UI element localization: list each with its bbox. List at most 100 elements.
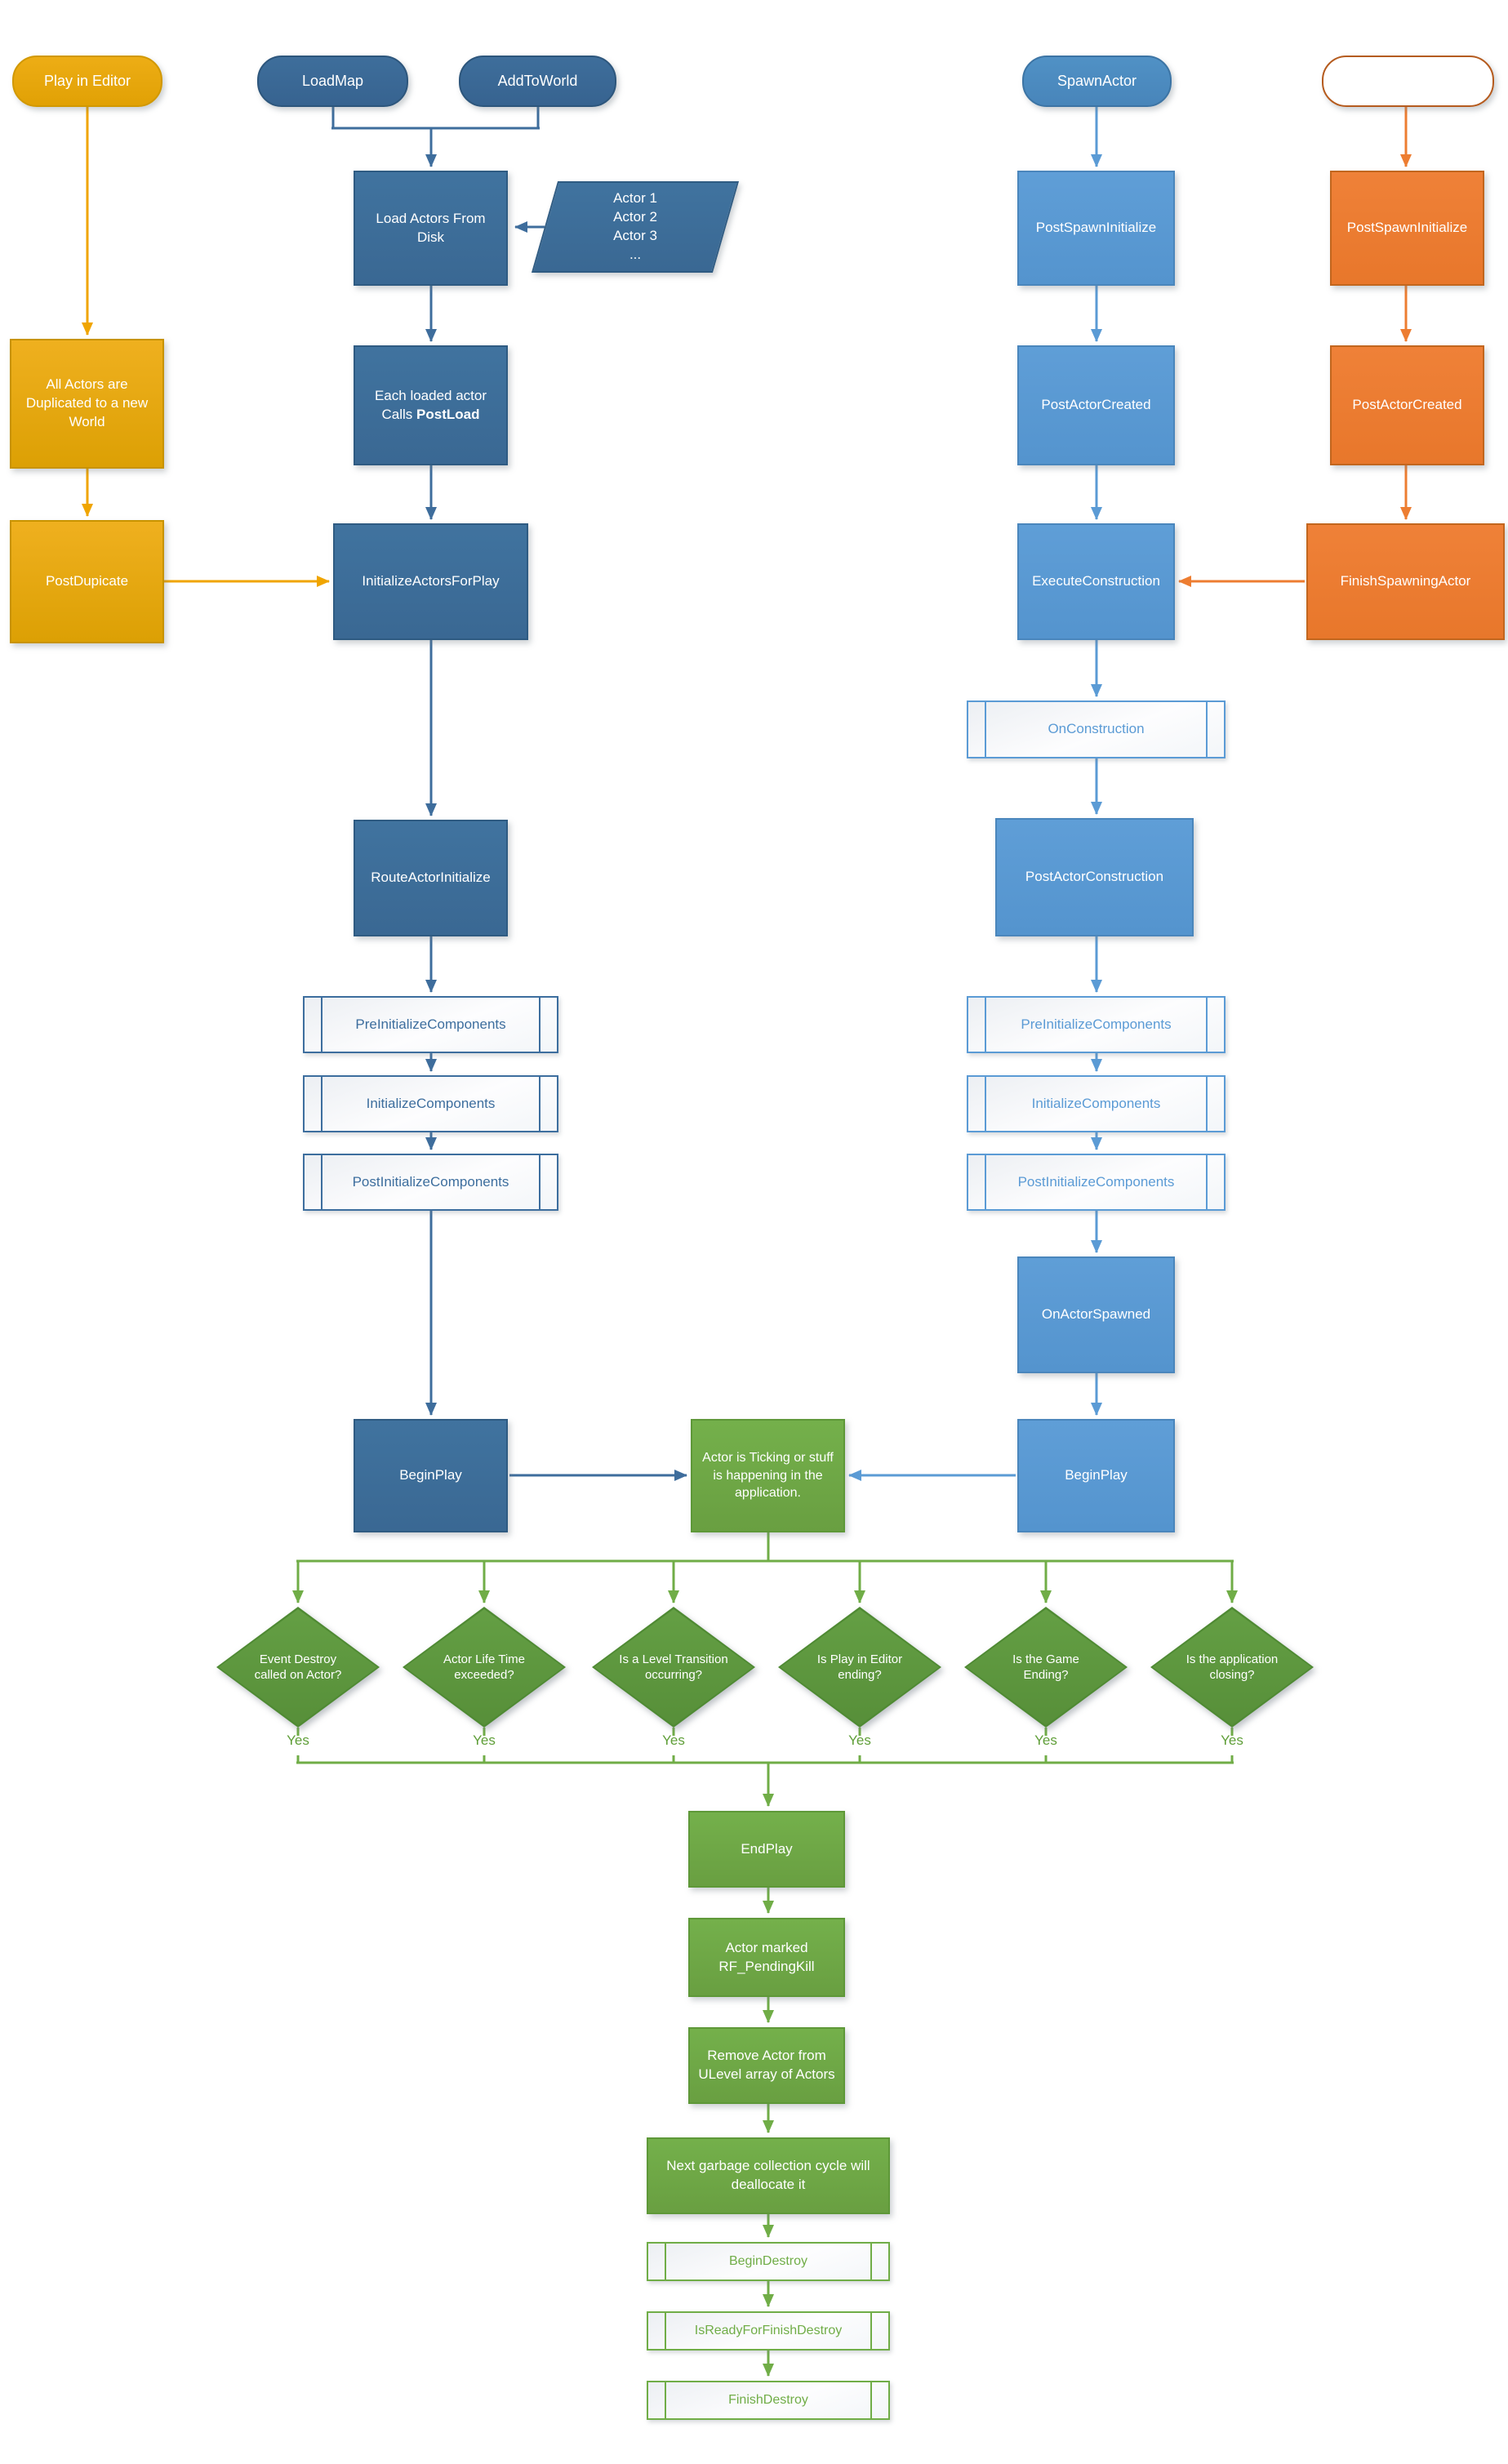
- node-preinitializecomponents-left: PreInitializeComponents: [303, 996, 558, 1053]
- node-label: PostSpawnInitialize: [1346, 220, 1468, 236]
- node-beginplay-right: BeginPlay: [1017, 1419, 1175, 1532]
- node-executeconstruction: ExecuteConstruction: [1017, 523, 1175, 640]
- decision-lifetime-exceeded: Actor Life Time exceeded?: [403, 1607, 566, 1728]
- node-postspawninitialize-spawn: PostSpawnInitialize: [1017, 171, 1175, 286]
- actor-list-line: Actor 3: [613, 228, 657, 243]
- node-loadmap: LoadMap: [257, 56, 408, 107]
- node-label: PostActorConstruction: [1025, 869, 1164, 885]
- node-label: Actor is Ticking or stuff is happening i…: [702, 1451, 834, 1501]
- postload-bold: PostLoad: [416, 406, 480, 422]
- node-beginplay-left: BeginPlay: [354, 1419, 508, 1532]
- decision-label: Actor Life Time exceeded?: [443, 1652, 526, 1683]
- node-postinitializecomponents-right: PostInitializeComponents: [967, 1154, 1226, 1211]
- node-label: BeginPlay: [1065, 1467, 1128, 1483]
- node-load-actors-from-disk: Load Actors From Disk: [354, 171, 508, 286]
- node-label: LoadMap: [301, 73, 364, 90]
- node-play-in-editor: Play in Editor: [12, 56, 162, 107]
- node-label: PostInitializeComponents: [352, 1173, 509, 1190]
- node-finishdestroy: FinishDestroy: [647, 2381, 890, 2420]
- node-label: BeginPlay: [399, 1467, 462, 1483]
- node-begindestroy: BeginDestroy: [647, 2242, 890, 2281]
- node-label: All Actors are Duplicated to a new World: [25, 376, 149, 429]
- node-label: InitializeComponents: [366, 1095, 496, 1111]
- node-label: PostActorCreated: [1352, 397, 1462, 413]
- node-label: InitializeActorsForPlay: [362, 573, 500, 589]
- decision-label: Is the Game Ending?: [1012, 1652, 1079, 1683]
- node-postdupicate: PostDupicate: [10, 520, 164, 643]
- yes-label: Yes: [287, 1732, 309, 1748]
- connectors-dark-blue: [331, 107, 687, 1481]
- node-postactorcreated-deferred: PostActorCreated: [1330, 345, 1484, 465]
- decision-application-closing: Is the application closing?: [1150, 1607, 1314, 1728]
- node-label: PostActorCreated: [1041, 397, 1151, 413]
- node-label: Next garbage collection cycle will deall…: [666, 2158, 870, 2192]
- node-postactorconstruction: PostActorConstruction: [995, 818, 1194, 936]
- node-label: Actor marked RF_PendingKill: [718, 1939, 815, 1974]
- yes-label: Yes: [1221, 1732, 1243, 1748]
- yes-label: Yes: [1034, 1732, 1057, 1748]
- node-label: Load Actors From Disk: [376, 210, 486, 245]
- node-actor-ticking: Actor is Ticking or stuff is happening i…: [691, 1419, 845, 1532]
- node-label: PreInitializeComponents: [355, 1016, 506, 1032]
- node-label: Remove Actor from ULevel array of Actors: [698, 2048, 835, 2082]
- node-label: Play in Editor: [43, 73, 131, 90]
- decision-label: Is a Level Transition occurring?: [619, 1652, 728, 1683]
- node-postactorcreated-spawn: PostActorCreated: [1017, 345, 1175, 465]
- node-label: AddToWorld: [497, 73, 578, 90]
- postload-line1: Each loaded actor: [374, 387, 487, 403]
- node-label: BeginDestroy: [728, 2254, 808, 2269]
- node-label: IsReadyForFinishDestroy: [694, 2324, 843, 2338]
- node-initializeactorsforplay: InitializeActorsForPlay: [333, 523, 528, 640]
- node-label: OnConstruction: [1048, 721, 1145, 737]
- node-label: PostSpawnInitialize: [1035, 220, 1157, 236]
- actor-list-line: ...: [629, 246, 642, 262]
- yes-label: Yes: [848, 1732, 871, 1748]
- actor-list-line: Actor 1: [613, 190, 657, 207]
- node-initializecomponents-right: InitializeComponents: [967, 1075, 1226, 1132]
- node-spawnactordeferred: SpawnActorDeferred: [1322, 56, 1494, 107]
- decision-pie-ending: Is Play in Editor ending?: [778, 1607, 941, 1728]
- node-label: RouteActorInitialize: [371, 870, 491, 886]
- node-label: Each loaded actor Calls PostLoad: [355, 387, 506, 425]
- actor-list-line: Actor 2: [613, 209, 657, 225]
- actor-list-lines: Actor 1 Actor 2 Actor 3 ...: [546, 189, 724, 265]
- decision-game-ending: Is the Game Ending?: [964, 1607, 1128, 1728]
- node-finishspawningactor: FinishSpawningActor: [1306, 523, 1505, 640]
- node-preinitializecomponents-right: PreInitializeComponents: [967, 996, 1226, 1053]
- node-label: SpawnActor: [1056, 73, 1137, 90]
- node-actor-marked-pendingkill: Actor marked RF_PendingKill: [688, 1918, 845, 1997]
- node-label: PreInitializeComponents: [1021, 1016, 1172, 1032]
- node-next-garbage-collection: Next garbage collection cycle will deall…: [647, 2137, 890, 2214]
- node-initializecomponents-left: InitializeComponents: [303, 1075, 558, 1132]
- node-each-loaded-actor-postload: Each loaded actor Calls PostLoad: [354, 345, 508, 465]
- decision-label: Is Play in Editor ending?: [816, 1652, 903, 1683]
- node-isreadyforfinishdestroy: IsReadyForFinishDestroy: [647, 2311, 890, 2351]
- node-label: ExecuteConstruction: [1032, 573, 1160, 589]
- decision-event-destroy: Event Destroy called on Actor?: [216, 1607, 380, 1728]
- node-label: FinishSpawningActor: [1340, 573, 1471, 589]
- node-label: PostDupicate: [45, 573, 129, 589]
- node-addtoworld: AddToWorld: [459, 56, 616, 107]
- decision-label: Is the application closing?: [1185, 1652, 1279, 1683]
- decision-level-transition: Is a Level Transition occurring?: [592, 1607, 755, 1728]
- yes-label: Yes: [473, 1732, 496, 1748]
- node-all-actors-duplicated: All Actors are Duplicated to a new World: [10, 339, 164, 469]
- node-postspawninitialize-deferred: PostSpawnInitialize: [1330, 171, 1484, 286]
- node-label: OnActorSpawned: [1041, 1306, 1151, 1323]
- node-routeactorinitialize: RouteActorInitialize: [354, 820, 508, 936]
- node-remove-actor-ulevel: Remove Actor from ULevel array of Actors: [688, 2027, 845, 2104]
- node-onactorspawned: OnActorSpawned: [1017, 1256, 1175, 1373]
- node-label: InitializeComponents: [1031, 1095, 1161, 1111]
- postload-calls: Calls: [381, 406, 413, 422]
- node-actor-list: Actor 1 Actor 2 Actor 3 ...: [531, 181, 740, 273]
- node-label: SpawnActorDeferred: [1339, 73, 1477, 90]
- node-endplay: EndPlay: [688, 1811, 845, 1888]
- node-label: EndPlay: [741, 1840, 793, 1857]
- node-label: PostInitializeComponents: [1017, 1173, 1175, 1190]
- yes-label: Yes: [662, 1732, 685, 1748]
- node-postinitializecomponents-left: PostInitializeComponents: [303, 1154, 558, 1211]
- node-onconstruction: OnConstruction: [967, 701, 1226, 758]
- node-label: FinishDestroy: [728, 2393, 808, 2408]
- node-spawnactor: SpawnActor: [1022, 56, 1172, 107]
